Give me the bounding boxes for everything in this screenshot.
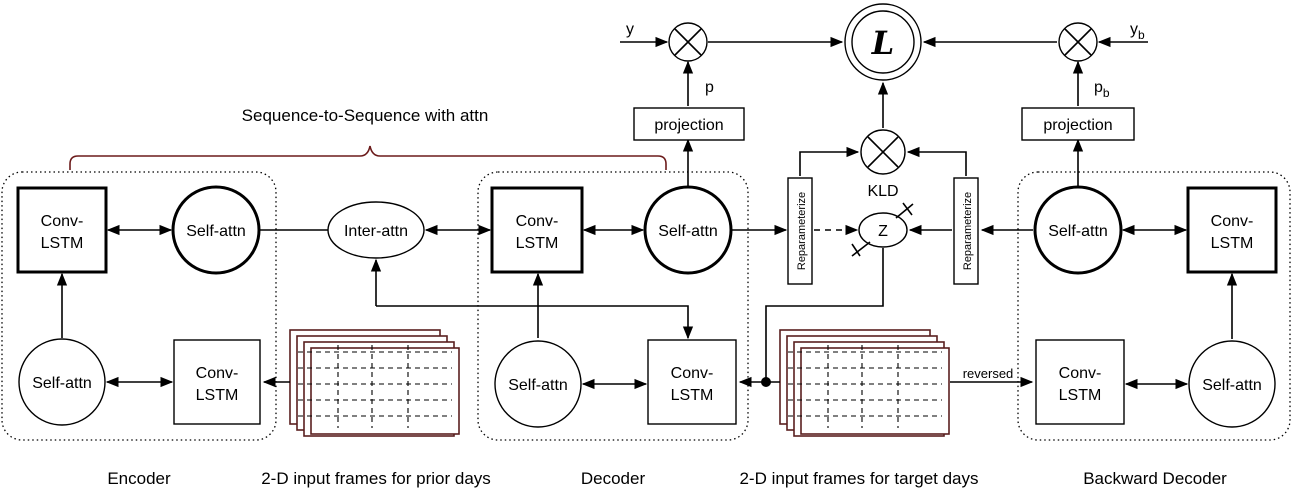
multiply-forward-icon bbox=[668, 22, 708, 62]
backward-convlstm-bottom bbox=[1035, 339, 1125, 425]
prior-frames-caption: 2-D input frames for prior days bbox=[261, 469, 491, 488]
inter-attn-label: Inter-attn bbox=[344, 223, 408, 240]
yb-label: yb bbox=[1130, 21, 1145, 42]
target-frames-caption: 2-D input frames for target days bbox=[739, 469, 978, 488]
decoder-convlstm-top-label: Conv-LSTM bbox=[516, 213, 559, 252]
seq2seq-brace bbox=[69, 145, 667, 170]
kld-label: KLD bbox=[867, 183, 898, 200]
projection-backward bbox=[1021, 107, 1135, 141]
seq2seq-label: Sequence-to-Sequence with attn bbox=[242, 106, 489, 125]
loss-label: L bbox=[871, 24, 895, 62]
p-label: p bbox=[705, 79, 714, 96]
backward-self-attn-bottom-label: Self-attn bbox=[1202, 377, 1262, 394]
reparameterize-right-label: Reparameterize bbox=[962, 192, 974, 270]
projection-forward-label: projection bbox=[654, 117, 723, 134]
encoder-convlstm-top-label: Conv-LSTM bbox=[41, 213, 84, 252]
projection-forward bbox=[633, 107, 745, 141]
backward-convlstm-bottom-label: Conv-LSTM bbox=[1059, 365, 1102, 404]
decoder-self-attn-top bbox=[643, 185, 733, 275]
reparameterize-left bbox=[787, 177, 813, 285]
pb-label: pb bbox=[1094, 79, 1110, 100]
encoder-group bbox=[1, 171, 277, 441]
encoder-self-attn-top-label: Self-attn bbox=[186, 223, 246, 240]
prior-frames-stack bbox=[289, 329, 460, 437]
backward-self-attn-bottom bbox=[1188, 340, 1276, 428]
decoder-self-attn-top-label: Self-attn bbox=[658, 223, 718, 240]
z-label: Z bbox=[878, 223, 888, 240]
projection-backward-label: projection bbox=[1043, 117, 1112, 134]
target-frames-stack bbox=[779, 329, 950, 437]
decoder-convlstm-bottom-label: Conv-LSTM bbox=[671, 365, 714, 404]
encoder-convlstm-top bbox=[16, 186, 108, 274]
encoder-convlstm-bottom bbox=[173, 339, 261, 425]
backward-decoder-caption: Backward Decoder bbox=[1083, 469, 1227, 488]
encoder-self-attn-bottom bbox=[18, 338, 106, 426]
reversed-label: reversed bbox=[963, 366, 1014, 381]
backward-convlstm-top-label: Conv-LSTM bbox=[1211, 213, 1254, 252]
multiply-backward-icon bbox=[1058, 22, 1098, 62]
backward-self-attn-top bbox=[1033, 185, 1123, 275]
decoder-caption: Decoder bbox=[581, 469, 646, 488]
decoder-self-attn-bottom-label: Self-attn bbox=[508, 377, 568, 394]
kld-multiply-icon bbox=[860, 129, 906, 175]
loss-node bbox=[844, 3, 922, 81]
decoder-convlstm-top bbox=[490, 186, 584, 274]
encoder-caption: Encoder bbox=[107, 469, 171, 488]
inter-attn-node bbox=[327, 201, 425, 259]
z-node bbox=[858, 212, 908, 248]
decoder-self-attn-bottom bbox=[494, 340, 582, 428]
y-label: y bbox=[626, 21, 634, 38]
reparameterize-right bbox=[953, 177, 979, 285]
encoder-convlstm-bottom-label: Conv-LSTM bbox=[196, 365, 239, 404]
reparameterize-left-label: Reparameterize bbox=[796, 192, 808, 270]
backward-convlstm-top bbox=[1186, 186, 1278, 274]
encoder-self-attn-bottom-label: Self-attn bbox=[32, 375, 92, 392]
backward-self-attn-top-label: Self-attn bbox=[1048, 223, 1108, 240]
decoder-convlstm-bottom bbox=[647, 339, 737, 425]
